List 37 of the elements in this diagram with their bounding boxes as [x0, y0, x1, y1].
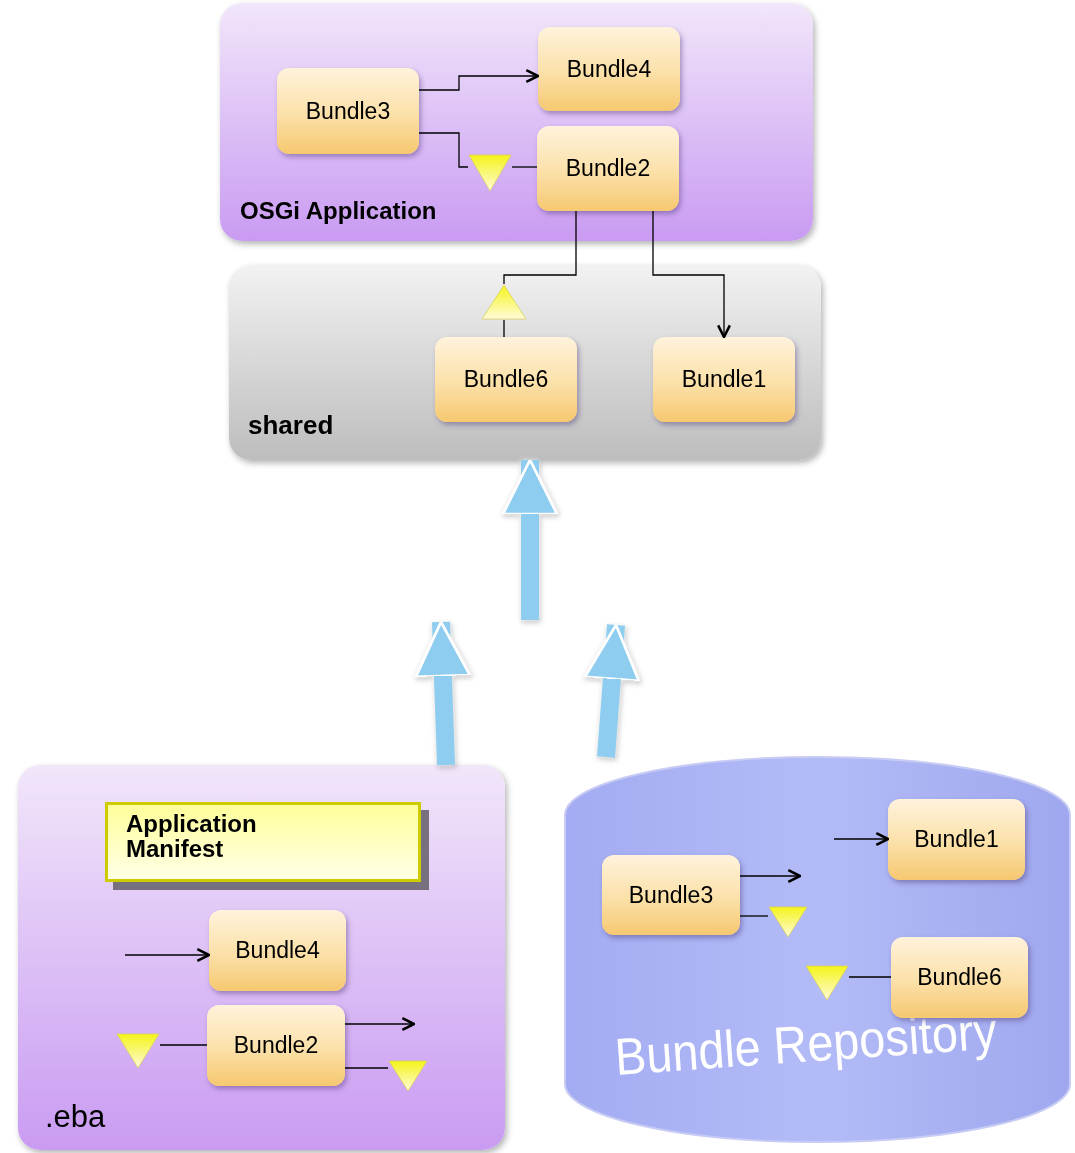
container-label: OSGi Application: [240, 197, 437, 225]
triangle-symbol: [116, 1033, 160, 1069]
arrow: [833, 831, 890, 847]
bundle-box: Bundle1: [653, 337, 795, 422]
connector-line: [344, 1067, 389, 1069]
bundle-box: Bundle3: [602, 855, 740, 935]
connector-line: [159, 1044, 208, 1046]
triangle-symbol: [768, 906, 808, 938]
container-panel: [220, 3, 813, 241]
arrow: [124, 947, 211, 963]
triangle-symbol: [805, 965, 849, 1001]
connector-line: [511, 166, 538, 168]
container-panel: [18, 765, 505, 1150]
connector-line: [503, 319, 505, 338]
bundle-box: Bundle6: [891, 937, 1028, 1018]
connector-line: [418, 132, 469, 168]
bundle-box: Bundle4: [209, 910, 346, 991]
container-label: shared: [248, 410, 334, 441]
triangle-symbol: [468, 154, 512, 192]
connector-line: [848, 976, 892, 978]
connector-line: [739, 915, 769, 917]
arrow: [418, 68, 540, 91]
repository-cylinder: [565, 757, 1070, 1142]
arrow: [652, 210, 732, 339]
bundle-box: Bundle1: [888, 799, 1025, 880]
bundle-box: Bundle2: [207, 1005, 345, 1086]
container-label: .eba: [45, 1099, 106, 1135]
connector-line: [503, 210, 577, 285]
bundle-box: Bundle4: [538, 27, 680, 111]
arrow: [344, 1016, 416, 1032]
triangle-symbol: [481, 284, 527, 320]
arrow: [739, 868, 802, 884]
triangle-symbol: [388, 1060, 428, 1092]
container-panel: [229, 265, 821, 460]
bundle-box: Bundle6: [435, 337, 577, 422]
bundle-box: Bundle2: [537, 126, 679, 211]
bundle-box: Bundle3: [277, 68, 419, 154]
